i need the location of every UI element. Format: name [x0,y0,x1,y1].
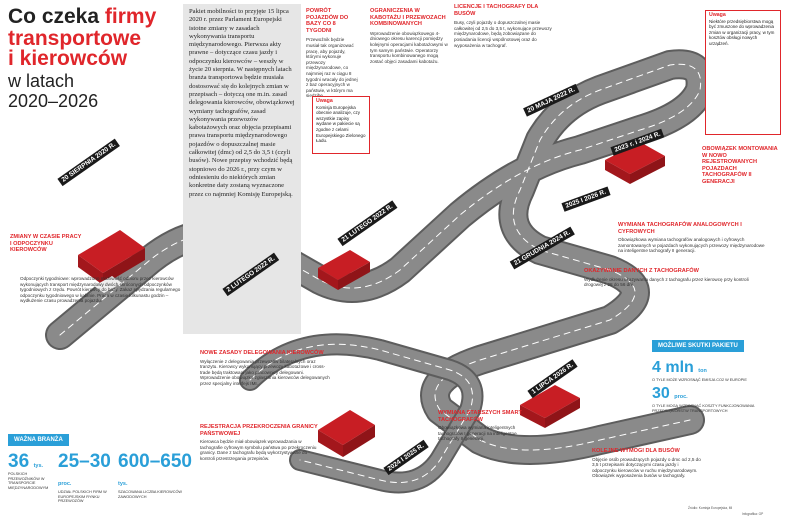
truck-2 [318,250,370,290]
intro-text: Pakiet mobilności to przyjęte 15 lipca 2… [189,8,295,198]
industry-stat-1: 36 tys. polskich przewoźników w transpor… [8,451,49,490]
section-data-display-text: Wydłużenie okresu okazywania danych z ta… [584,276,749,288]
warning-1-text: Komisja Europejska obecnie analizuje, cz… [316,104,366,144]
footer-source: Źródło: Komisja Europejska, MI [688,506,733,510]
truck-5 [520,385,580,428]
section-bus-rules-title: Kolejne wymogi dla busów [592,448,680,454]
effect-2: 30 proc. o tyle mogą wzrosnąć koszty fun… [652,385,755,413]
section-border-text: Kierowca będzie miał obowiązek wprowadza… [200,439,317,461]
effects-title: Możliwe skutki pakietu [652,340,744,352]
warning-box-2: Uwaga Niektóre przedsiębiorstwa mogą być… [705,10,781,135]
section-work-time-body: Odpoczynki tygodniowe: wprowadzono możli… [20,276,188,304]
section-analog-replacement-title: Wymiana tachografów analogowych i cyfrow… [618,222,742,235]
truck-3 [605,142,665,184]
section-vehicle-return-text: Przewoźnik będzie musiał tak organizować… [306,37,358,98]
section-work-time-text: Odpoczynki tygodniowe: wprowadzono możli… [20,276,181,304]
section-new-tachographs-title: Obowiązek montowania w nowo rejestrowany… [702,146,778,185]
section-posting-title: Nowe zasady delegowania kierowców [200,350,324,356]
section-cabotage-title: Ograniczenia w kabotażu i przewozach kom… [370,8,446,28]
warning-2-title: Uwaga [709,12,726,18]
section-smart-replacement-text: Obowiązkowa wymiana inteligentnych tacho… [438,425,517,442]
title-line4: 2020–2026 [8,91,99,111]
title-line3: w latach [8,71,75,91]
section-bus-licenses: Licencje i tachografy dla busów Busy, cz… [454,4,552,48]
title-line2: transportowe [8,27,142,50]
industry-stat-3: 600–650 tys. szacowana liczba kierowców … [118,451,192,499]
section-smart-replacement-title: Wymiana starszych smart tachografów [438,410,522,423]
section-analog-replacement: Wymiana tachografów analogowych i cyfrow… [618,222,768,254]
intro-panel: Pakiet mobilności to przyjęte 15 lipca 2… [183,4,301,334]
warning-box-1: Uwaga Komisja Europejska obecnie analizu… [312,96,370,154]
section-posting: Nowe zasady delegowania kierowców Wyłącz… [200,350,330,387]
title-line2b: i kierowców [8,47,128,70]
warning-2-text: Niektóre przedsiębiorstwa mogą być zmusz… [709,18,775,46]
footer-credit: Infografika: GP [742,512,764,516]
section-border-title: Rejestracja przekroczenia granicy państw… [200,424,318,437]
section-cabotage: Ograniczenia w kabotażu i przewozach kom… [370,8,450,64]
section-data-display: Okazywanie danych z tachografów Wydłużen… [584,268,764,288]
section-new-tachographs: Obowiązek montowania w nowo rejestrowany… [702,146,782,186]
section-vehicle-return: Powrót pojazdów do bazy co 8 tygodni Prz… [306,8,358,99]
section-bus-licenses-title: Licencje i tachografy dla busów [454,4,539,17]
section-border: Rejestracja przekroczenia granicy państw… [200,424,318,462]
section-analog-replacement-text: Obowiązkowa wymiana tachografów analogow… [618,237,765,254]
industry-stat-2: 25–30 proc. udział polskich firm w europ… [58,451,111,504]
warning-1-title: Uwaga [316,98,333,104]
section-bus-rules: Kolejne wymogi dla busów Objęcie osób pr… [592,448,704,479]
truck-4 [318,410,375,457]
title-line1: Co czeka firmy [8,5,157,28]
section-bus-licenses-text: Busy, czyli pojazdy o dopuszczalnej masi… [454,20,552,48]
section-cabotage-text: Wprowadzenie obowiązkowego 4-dniowego ok… [370,30,448,64]
section-bus-rules-text: Objęcie osób prowadzących pojazdy o dmc … [592,456,701,479]
section-work-time-title: Zmiany w czasie pracy i odpoczynku kiero… [10,234,82,254]
section-smart-replacement: Wymiana starszych smart tachografów Obow… [438,410,530,442]
section-vehicle-return-title: Powrót pojazdów do bazy co 8 tygodni [306,8,349,34]
section-data-display-title: Okazywanie danych z tachografów [584,268,699,274]
section-work-time: Zmiany w czasie pracy i odpoczynku kiero… [10,234,84,254]
effect-1: 4 mln ton o tyle może wzrosnąć emisja CO… [652,359,747,382]
section-posting-text: Wyłączenie z delegowania przewozów bilat… [200,358,330,386]
industry-title: Ważna branża [8,434,69,446]
truck-1 [78,230,145,293]
